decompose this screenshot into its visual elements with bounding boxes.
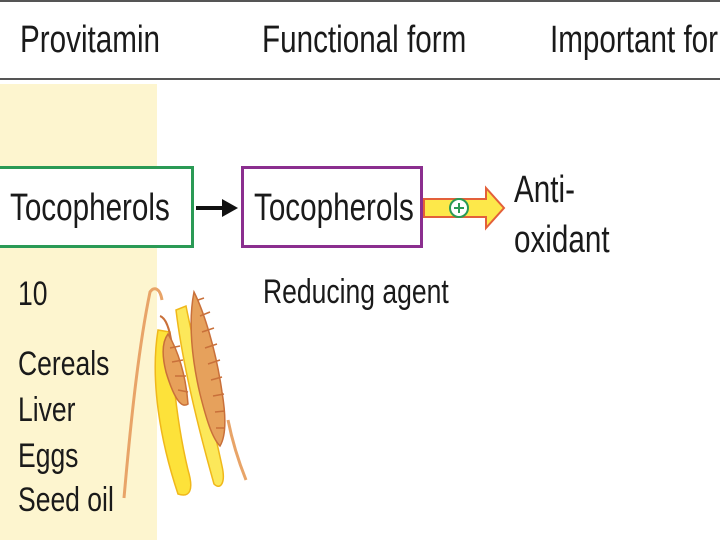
source-item: Cereals (18, 345, 110, 383)
source-item: Liver (18, 391, 76, 429)
black-right-arrow-icon (196, 199, 238, 217)
importance-line-2: oxidant (514, 219, 610, 261)
wheat-ears-icon (122, 287, 248, 499)
source-item: Seed oil (18, 481, 114, 519)
provitamin-box: Tocopherols (0, 166, 194, 248)
header-functional-form: Functional form (262, 19, 467, 61)
plus-circle-icon (449, 198, 469, 218)
source-item: Eggs (18, 437, 79, 475)
header-important-for: Important for (550, 19, 719, 61)
header-row: Provitamin Functional form Important for (0, 0, 720, 80)
provitamin-column-background (0, 84, 157, 540)
functional-form-box: Tocopherols (241, 166, 423, 248)
provitamin-name: Tocopherols (10, 187, 170, 229)
functional-form-name: Tocopherols (254, 187, 414, 229)
header-provitamin: Provitamin (20, 19, 161, 61)
importance-line-1: Anti- (514, 169, 575, 211)
daily-amount: 10 (18, 275, 48, 313)
functional-role-label: Reducing agent (263, 273, 449, 311)
